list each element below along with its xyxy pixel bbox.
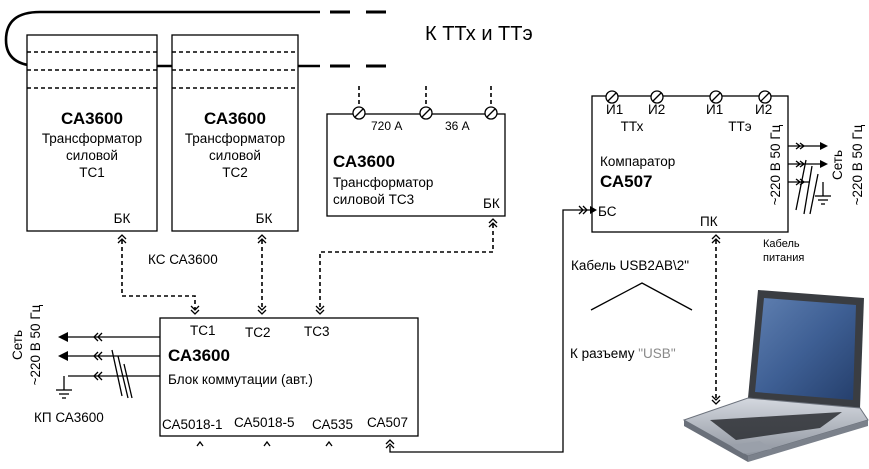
block-in-tc3: ТС3 (304, 324, 330, 339)
power-cable-label-2: питания (763, 252, 804, 264)
tc1-port-bk: БК (114, 211, 131, 226)
tc3-line2: силовой ТС3 (333, 192, 414, 207)
plug-chevron-icon (257, 234, 267, 244)
comparator-port-bs: БС (598, 204, 617, 219)
plug-chevron-icon (93, 371, 103, 381)
block-out-ca5018-1: СА5018-1 (162, 417, 223, 432)
block-to-comparator-cable (385, 205, 597, 453)
comparator-port-pk: ПК (700, 214, 718, 229)
plug-chevron-icon (93, 332, 103, 342)
arrow-icon (58, 351, 68, 361)
comparator-ca507: И1 И2 И1 И2 ТТх ТТэ Компаратор СА507 БС … (591, 90, 789, 233)
tc1-title: СА3600 (61, 109, 123, 128)
plug-chevron-icon (795, 142, 806, 150)
comparator-group-tte: ТТэ (728, 119, 751, 134)
terminal-screw-icon (352, 86, 366, 120)
ks-label: КС СА3600 (148, 252, 218, 267)
plug-chevron-icon (93, 351, 103, 361)
comparator-term-i2-x: И2 (648, 102, 665, 117)
arrow-icon (58, 332, 68, 342)
comparator-term-i1-e: И1 (706, 102, 723, 117)
switching-block: ТС1 ТС2 ТС3 СА3600 Блок коммутации (авт.… (159, 317, 419, 447)
tc2-title: СА3600 (204, 109, 266, 128)
kp-label: КП СА3600 (34, 410, 104, 425)
terminal-screw-icon (419, 86, 433, 120)
block-title: СА3600 (168, 346, 230, 365)
tc3-title: СА3600 (333, 152, 395, 171)
ks-cables (117, 218, 498, 315)
terminal-screw-icon (650, 90, 664, 104)
plug-chevron-icon (117, 234, 127, 244)
usb-cable-label: Кабель USB2AB\2" (571, 258, 689, 273)
transformer-tc3: 720 А 36 А СА3600 Трансформатор силовой … (326, 86, 506, 217)
tc1-line3: ТС1 (79, 165, 105, 180)
mains-right-label-3: ~220 В 50 Гц (768, 124, 783, 205)
usb-connector-name: "USB" (638, 346, 676, 361)
plug-chevron-icon (795, 160, 806, 168)
tc1-line2: силовой (66, 148, 118, 163)
arrow-icon (590, 206, 597, 214)
tc3-port-bk: БК (483, 196, 500, 211)
arrow-icon (820, 160, 828, 168)
plug-chevron-icon (578, 205, 588, 215)
ground-icon (815, 182, 831, 205)
plug-chevron-icon (257, 305, 267, 315)
comparator-title: СА507 (600, 172, 653, 191)
mains-left-label-2: ~220 В 50 Гц (28, 304, 43, 385)
tc2-line1: Трансформатор (185, 131, 285, 146)
ground-icon (56, 376, 72, 399)
top-label: К ТТх и ТТэ (425, 23, 533, 45)
terminal-screw-icon (484, 86, 498, 120)
comparator-line1: Компаратор (600, 154, 675, 169)
laptop-icon (682, 290, 869, 462)
tc3-tap-36: 36 А (445, 119, 470, 133)
plug-chevron-icon (385, 439, 395, 449)
terminal-screw-icon (709, 90, 723, 104)
tc3-line1: Трансформатор (333, 175, 433, 190)
comparator-term-i1-x: И1 (606, 102, 623, 117)
block-in-tc1: ТС1 (190, 323, 216, 338)
tc2-port-bk: БК (256, 211, 273, 226)
tc2-line3: ТС2 (222, 165, 248, 180)
mains-right-label-1: Сеть (830, 150, 845, 180)
comparator-to-laptop-cable (590, 234, 721, 405)
comparator-mains (788, 142, 831, 215)
block-out-ca535: СА535 (312, 417, 353, 432)
terminal-screw-icon (605, 90, 619, 104)
plug-chevron-icon (711, 234, 721, 244)
plug-chevron-icon (488, 218, 498, 228)
transformer-tc1: СА3600 Трансформатор силовой ТС1 БК (26, 34, 158, 232)
tc2-line2: силовой (209, 148, 261, 163)
mains-left-label-1: Сеть (10, 330, 25, 360)
comparator-term-i2-e: И2 (755, 102, 772, 117)
transformer-tc2: СА3600 Трансформатор силовой ТС2 БК (171, 34, 299, 232)
block-subtitle: Блок коммутации (авт.) (168, 372, 313, 387)
plug-chevron-icon (315, 305, 325, 315)
tc1-line1: Трансформатор (42, 131, 142, 146)
block-in-tc2: ТС2 (245, 325, 271, 340)
comparator-group-ttx: ТТх (621, 119, 644, 134)
power-cable-label-1: Кабель (763, 238, 800, 250)
terminal-screw-icon (758, 90, 772, 104)
plug-chevron-icon (190, 305, 200, 315)
block-out-ca5018-5: СА5018-5 (234, 415, 295, 430)
usb-connector-prefix: К разъему (570, 346, 638, 361)
plug-chevron-icon (711, 395, 721, 405)
block-out-ca507: СА507 (367, 415, 408, 430)
arrow-icon (820, 142, 828, 150)
tc3-tap-720: 720 А (371, 119, 402, 133)
block-mains (56, 332, 160, 399)
mains-right-label-2: ~220 В 50 Гц (850, 124, 865, 205)
usb-connector-label: К разъему "USB" (570, 346, 676, 361)
